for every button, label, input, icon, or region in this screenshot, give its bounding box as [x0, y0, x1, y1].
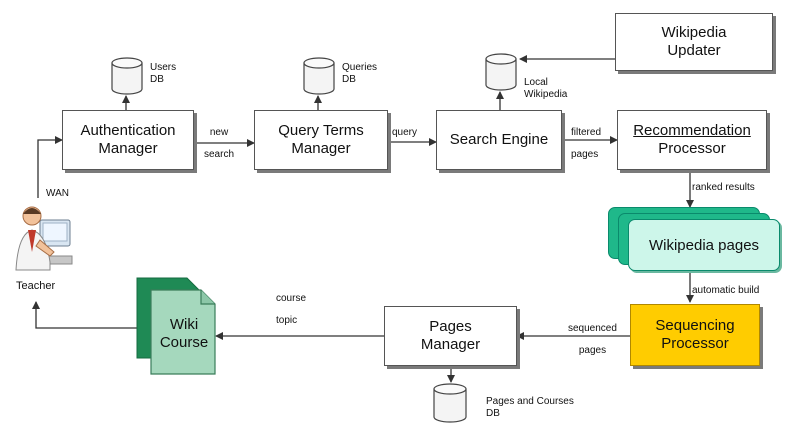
teacher-label: Teacher — [16, 280, 56, 292]
queries-db-label: Queries DB — [342, 62, 377, 86]
pages-courses-db-icon — [433, 383, 467, 423]
new-search-line1: new — [209, 127, 229, 138]
sequenced-pages-line1: sequenced — [568, 323, 617, 334]
local-wiki-db-label-line2: Wikipedia — [524, 89, 568, 100]
queries-db-label-line2: DB — [342, 74, 356, 85]
users-db-label-line2: DB — [150, 74, 164, 85]
local-wiki-db-label: Local Wikipedia — [524, 77, 567, 101]
automatic-build-label: automatic build — [692, 285, 760, 296]
pages-manager-box: Pages Manager — [384, 306, 517, 366]
recommendation-processor-box: Recommendation Processor — [617, 110, 767, 170]
wiki-course-icon — [136, 277, 216, 375]
wikipedia-updater-line1: Wikipedia — [661, 24, 727, 41]
wiki-course-line2: Course — [159, 334, 209, 351]
teacher-icon — [15, 206, 73, 271]
filtered-pages-line1: filtered — [571, 127, 602, 138]
query-terms-manager-box: Query Terms Manager — [254, 110, 388, 170]
authentication-manager-line2: Manager — [98, 140, 158, 157]
pages-manager-line2: Manager — [420, 336, 481, 353]
wan-connector — [37, 136, 63, 198]
sequencing-processor-box: Sequencing Processor — [630, 304, 760, 366]
wiki-course-line1: Wiki — [169, 316, 199, 333]
filtered-pages-line2: pages — [571, 149, 599, 160]
users-db-icon — [111, 57, 143, 95]
wikipedia-updater-line2: Updater — [667, 42, 721, 59]
pages-manager-line1: Pages — [429, 318, 472, 335]
new-search-line2: search — [204, 149, 235, 160]
queries-db-label-line1: Queries — [342, 62, 378, 73]
query-label: query — [392, 127, 418, 138]
authentication-manager-box: Authentication Manager — [62, 110, 194, 170]
pages-courses-db-label-line2: DB — [486, 408, 500, 419]
search-engine-label: Search Engine — [449, 131, 549, 148]
pages-courses-db-label-line1: Pages and Courses — [486, 396, 574, 407]
query-terms-manager-line1: Query Terms — [278, 122, 364, 139]
wan-label: WAN — [46, 188, 69, 199]
wikipedia-pages-label: Wikipedia pages — [648, 236, 760, 254]
users-db-label: Users DB — [150, 62, 176, 86]
new-search-label: new search — [204, 122, 234, 166]
sequencing-processor-line2: Processor — [661, 335, 729, 352]
filtered-pages-label: filtered pages — [571, 122, 601, 166]
recommendation-processor-line1: Recommendation — [633, 122, 751, 139]
course-topic-line1: course — [276, 293, 307, 304]
course-to-teacher-connector — [32, 301, 138, 329]
wikipedia-updater-box: Wikipedia Updater — [615, 13, 773, 71]
sequencing-processor-line1: Sequencing — [655, 317, 735, 334]
search-engine-box: Search Engine — [436, 110, 562, 170]
wiki-course-label: Wiki Course — [151, 316, 217, 352]
ranked-results-label: ranked results — [692, 182, 755, 193]
sequenced-pages-line2: pages — [578, 345, 607, 356]
wikipedia-pages-box: Wikipedia pages — [628, 219, 780, 271]
local-wiki-db-icon — [485, 53, 517, 91]
recommendation-processor-line2: Processor — [658, 140, 726, 157]
queries-db-icon — [303, 57, 335, 95]
course-topic-label: course topic — [276, 288, 306, 332]
query-terms-manager-line2: Manager — [291, 140, 351, 157]
course-topic-line2: topic — [276, 315, 298, 326]
local-wiki-db-label-line1: Local — [524, 77, 548, 88]
pages-courses-db-label: Pages and Courses DB — [486, 396, 574, 420]
authentication-manager-line1: Authentication — [80, 122, 176, 139]
users-db-label-line1: Users — [150, 62, 177, 73]
sequenced-pages-label: sequenced pages — [568, 318, 617, 362]
